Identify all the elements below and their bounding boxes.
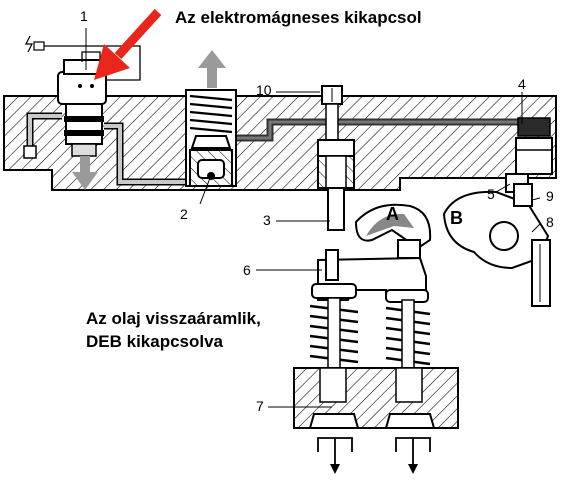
status-line-1: Az olaj visszaáramlik, (86, 309, 261, 328)
cylinder-head (293, 367, 459, 429)
part-number-2: 2 (180, 206, 188, 222)
red-pointer-arrow (94, 8, 162, 80)
control-valve (185, 89, 237, 187)
rocker-arm-a (354, 203, 432, 250)
adjusting-screw (321, 85, 343, 141)
exhaust-flow-arrows (317, 437, 431, 474)
part-number-6: 6 (243, 262, 251, 278)
part-number-5: 5 (487, 186, 495, 202)
solenoid-wiring (25, 35, 141, 81)
part-number-8: 8 (546, 214, 554, 230)
drain-arrow (72, 156, 98, 190)
rocker-arm-b (442, 183, 551, 307)
slave-piston (317, 139, 355, 231)
part-number-4: 4 (518, 76, 526, 92)
part-number-9: 9 (546, 188, 554, 204)
rocker-label-b: B (450, 208, 463, 228)
leader-lines (85, 28, 541, 408)
heading-label: Az elektromágneses kikapcsol (175, 8, 422, 27)
part-number-7: 7 (256, 398, 264, 414)
oil-gallery (230, 117, 551, 142)
status-line-2: DEB kikapcsolva (86, 332, 224, 351)
part-number-1: 1 (80, 8, 88, 24)
part-number-10: 10 (256, 82, 272, 98)
rocker-label-a: A (386, 204, 399, 224)
part-number-3: 3 (263, 212, 271, 228)
solenoid-valve (57, 59, 107, 157)
vent-arrow (198, 50, 226, 88)
